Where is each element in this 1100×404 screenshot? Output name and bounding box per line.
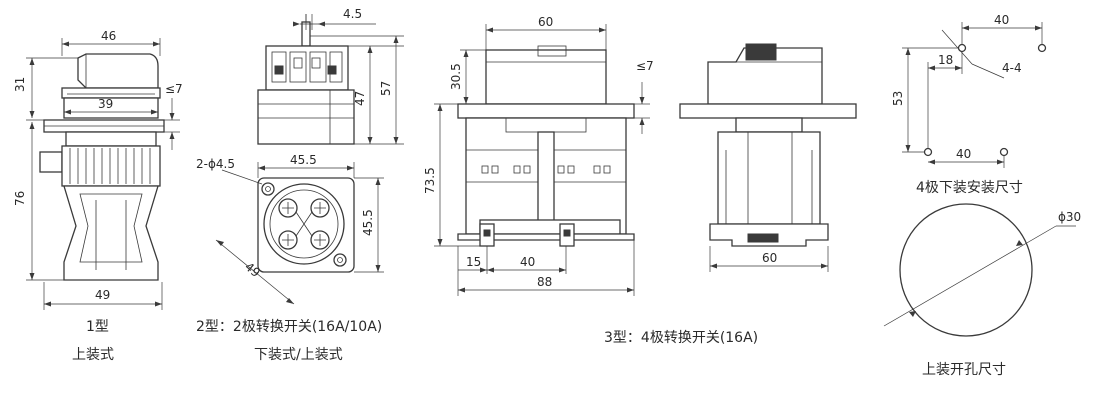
type2-side-view [257,14,404,145]
type1-dim-76: 76 [13,191,27,206]
type1-dim-46: 46 [101,29,116,43]
mount4-hole-tl [957,43,967,53]
mount4-dim-top: 40 [994,13,1009,27]
type1-neck [65,131,157,147]
type1-dim-plate: ≤7 [165,82,183,96]
type3-dim-60-side: 60 [762,251,777,265]
type3-dim-30-5: 30.5 [449,63,463,90]
type1-base [63,185,159,281]
type3-plate [457,103,635,119]
mount4-dim-53: 53 [891,91,905,106]
mount4-hole-bl [923,147,933,157]
type2-body [257,89,355,145]
type1-dim-31: 31 [13,77,27,92]
type1-labels: 46 39 49 31 76 ≤7 1型 上装式 [13,29,183,363]
type1-bezel [63,97,159,119]
mount4-dim-holes: 4-4 [1002,61,1022,75]
mount4-caption: 4极下装安装尺寸 [916,180,1023,196]
type1-handle [77,53,159,89]
type3-dim-88: 88 [537,275,552,289]
cutout-diameter: ϕ30 [1058,210,1081,224]
mount4-dim-bottom: 40 [956,147,971,161]
type3-caption: 3型：4极转换开关(16A) [604,329,758,346]
cutout-caption: 上装开孔尺寸 [922,362,1006,378]
type3-side-plate [679,103,857,119]
type3-dim-15: 15 [466,255,481,269]
type2-front-view [215,162,384,305]
type3-dim-60-top: 60 [538,15,553,29]
mount4-dim-18: 18 [938,53,953,67]
mount4-hole-tr [1037,43,1047,53]
type1-dim-39: 39 [98,97,113,111]
type3-labels: 60 30.5 ≤7 73.5 15 40 88 60 3型：4极转换开关(16… [423,15,777,346]
type2-dim-45-5-width: 45.5 [290,153,317,167]
type1-barrel [61,145,161,187]
cutout-labels: ϕ30 上装开孔尺寸 [922,210,1081,378]
type2-dim-shaft: 4.5 [343,7,362,21]
type3-side-view [679,43,857,272]
type2-dim-45-5-height: 45.5 [361,209,375,236]
type1-caption-type: 1型 [86,319,109,335]
type2-dim-47: 47 [353,91,367,106]
type2-caption-type: 2型：2极转换开关(16A/10A) [196,318,382,335]
mount4-drawing [902,22,1047,168]
type2-caption-mount: 下装式/上装式 [254,347,343,363]
type2-front-ring [263,183,345,265]
type3-knob [485,49,607,105]
cutout-drawing [883,203,1076,337]
type3-dim-plate: ≤7 [636,59,654,73]
type2-labels: 4.5 47 57 45.5 45.5 49 2-ϕ4.5 2型：2极转换开关(… [196,7,393,363]
type1-caption-mount: 上装式 [72,347,114,363]
mount4-hole-br [999,147,1009,157]
type2-dim-holes: 2-ϕ4.5 [196,157,235,171]
mount4-labels: 40 18 4-4 53 40 4极下装安装尺寸 [891,13,1023,196]
type2-contacts [278,198,330,250]
type3-dim-73-5: 73.5 [423,167,437,194]
type2-dim-57: 57 [379,81,393,96]
type1-side-tab [39,151,63,173]
type1-dim-49: 49 [95,288,110,302]
type3-dim-40: 40 [520,255,535,269]
type1-switch-drawing [26,38,180,310]
cutout-circle [899,203,1033,337]
type3-front-view [434,24,650,296]
